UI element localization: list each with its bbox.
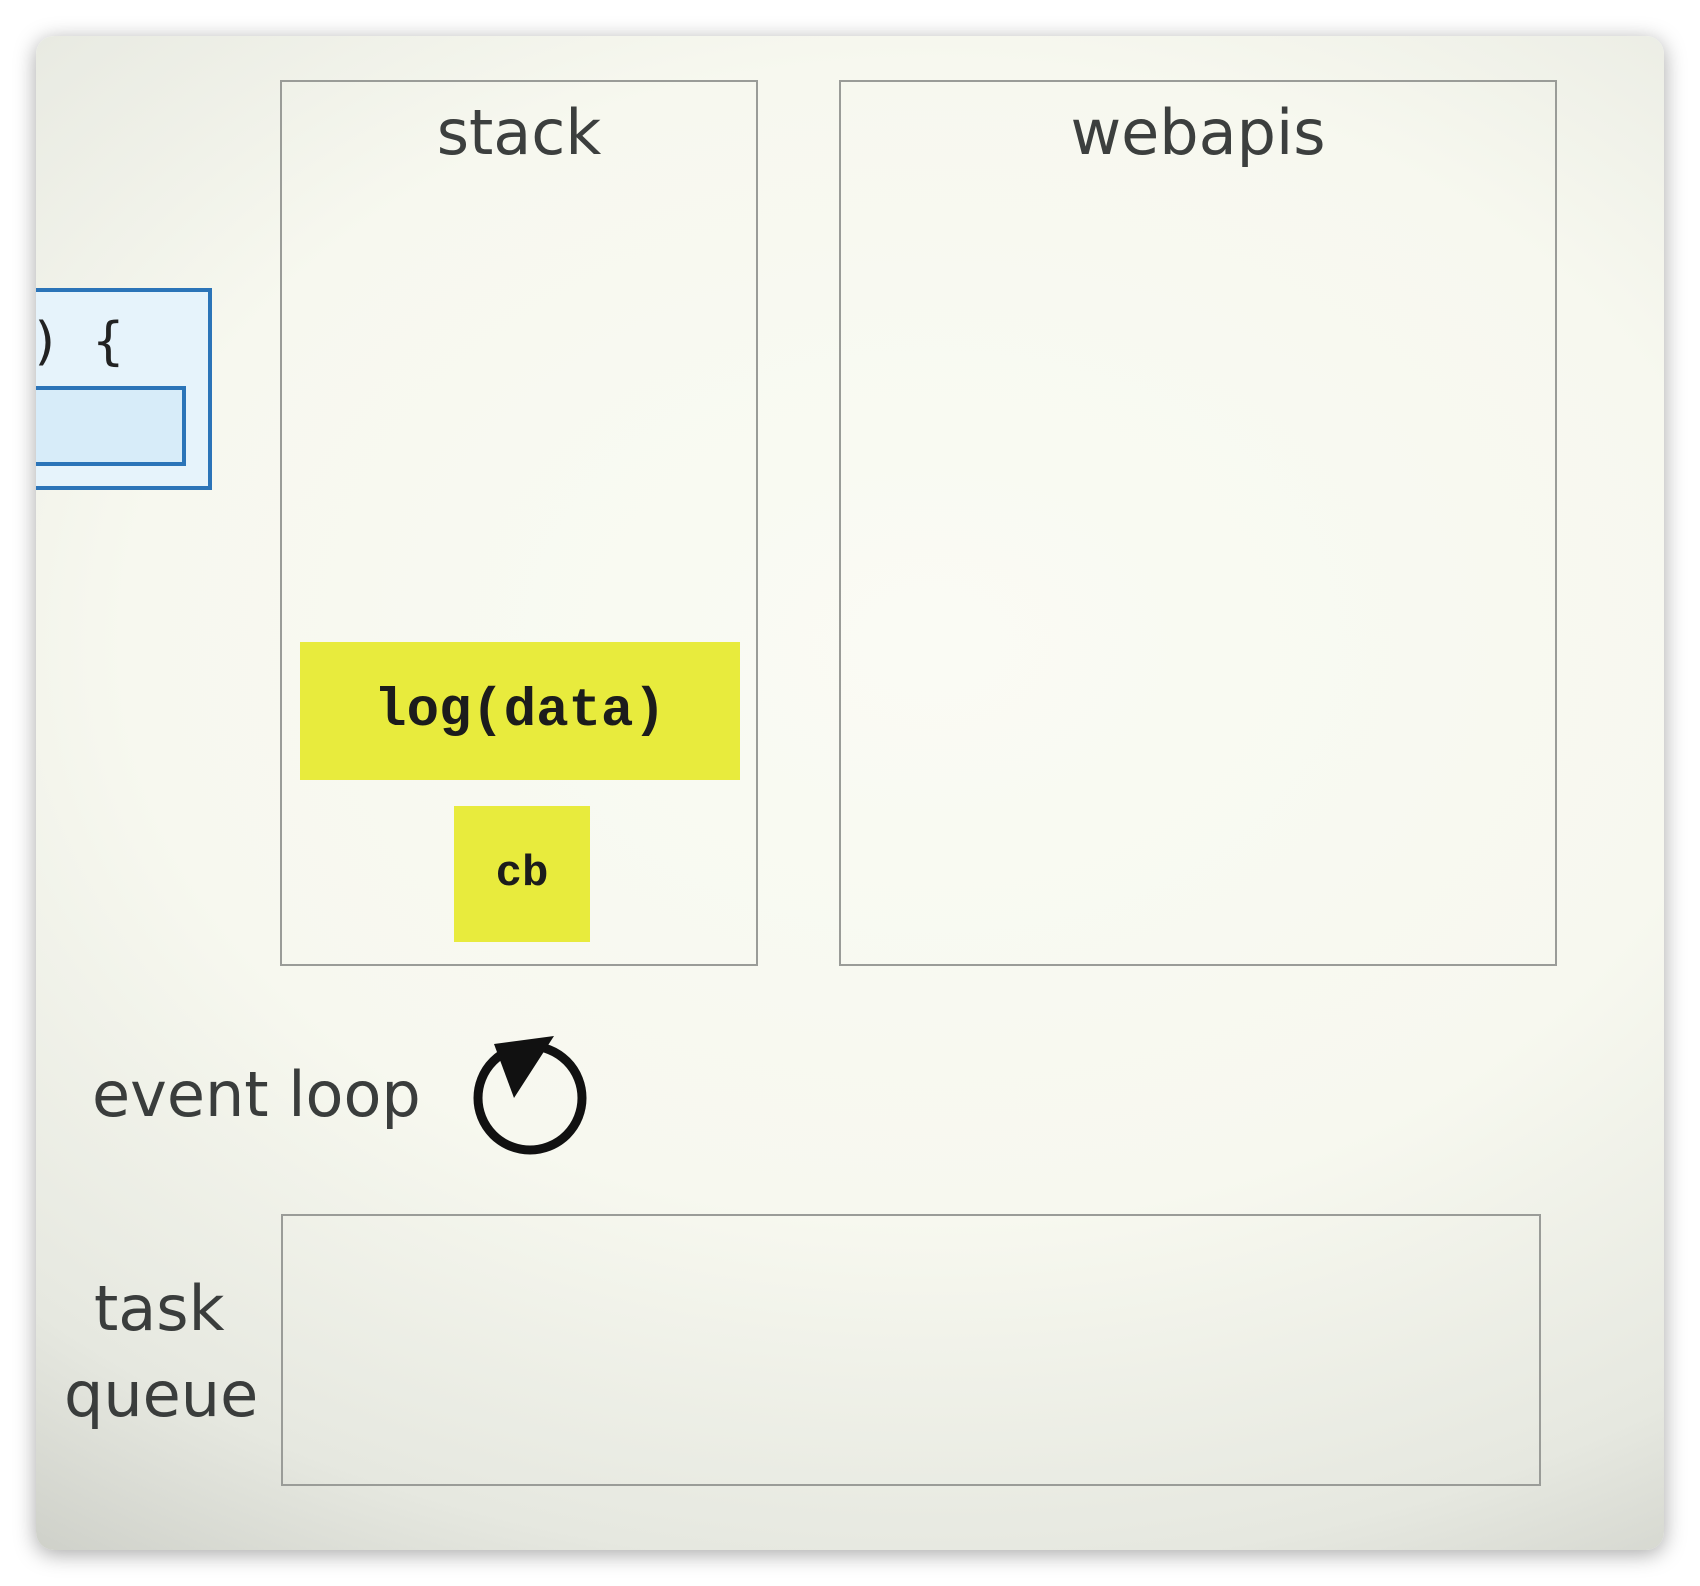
webapis-title: webapis: [1070, 96, 1326, 169]
stack-title: stack: [436, 96, 602, 169]
task-queue-label-line2: queue: [64, 1358, 259, 1431]
slide: ) { stack log(data) cb webapis event loo…: [36, 36, 1664, 1550]
task-queue-panel: [281, 1214, 1541, 1486]
stack-frame-label: cb: [495, 849, 549, 899]
task-queue-label-line1: task: [94, 1272, 225, 1345]
code-snippet-text: ) {: [36, 312, 124, 372]
event-loop-label: event loop: [92, 1058, 421, 1131]
webapis-panel: webapis: [839, 80, 1557, 966]
stack-frame-log-data: log(data): [300, 642, 740, 780]
code-snippet-box: ) {: [36, 288, 212, 490]
stack-frame-cb: cb: [454, 806, 590, 942]
loop-arrow-icon: [473, 1036, 587, 1155]
code-highlight-line: [36, 386, 186, 466]
stack-frame-label: log(data): [374, 680, 666, 742]
stack-panel: stack log(data) cb: [280, 80, 758, 966]
